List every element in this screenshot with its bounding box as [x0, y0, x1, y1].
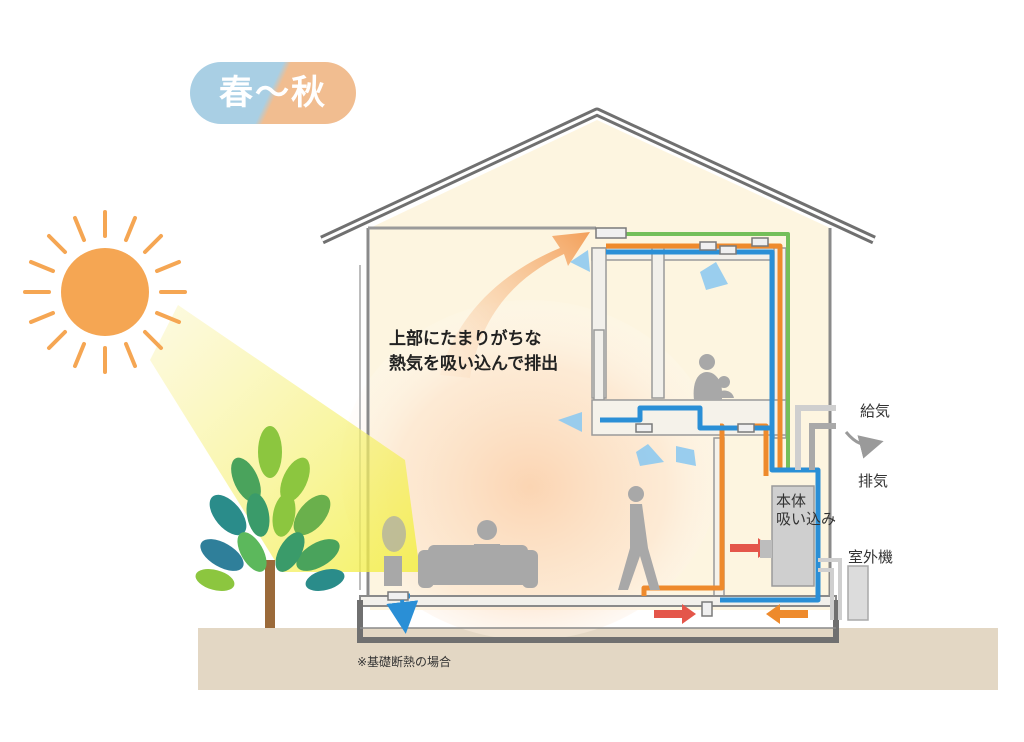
outdoor-unit: [818, 558, 869, 621]
unit-label: 本体 吸い込み: [776, 492, 836, 528]
ventilation-unit: [760, 485, 815, 587]
vent-grilles: [387, 227, 769, 617]
outdoor-unit-label: 室外機: [848, 548, 894, 566]
tree-icon: [195, 426, 345, 628]
hot-air-rising-arrow: [440, 232, 590, 378]
unit-label-line-1: 本体: [776, 492, 807, 510]
sunlight-beam: [150, 305, 420, 572]
caption-line-1: 上部にたまりがちな: [389, 329, 542, 349]
season-badge-background: [190, 62, 356, 124]
season-badge-text: 春～秋: [219, 73, 327, 113]
season-badge: 春～秋: [190, 62, 356, 124]
supply-air-puffs: [558, 250, 728, 466]
exterior-vent-pipes: [795, 405, 884, 470]
exhaust-air-label: 排気: [858, 472, 889, 490]
supply-air-label: 給気: [860, 402, 891, 420]
unit-label-line-2: 吸い込み: [776, 510, 837, 528]
caption-line-2: 熱気を吸い込んで排出: [389, 354, 559, 374]
sun-icon: [23, 210, 187, 374]
occupants: [382, 354, 734, 590]
hot-air-caption: 上部にたまりがちな 熱気を吸い込んで排出: [389, 327, 558, 377]
footnote: ※基礎断熱の場合: [357, 655, 452, 669]
